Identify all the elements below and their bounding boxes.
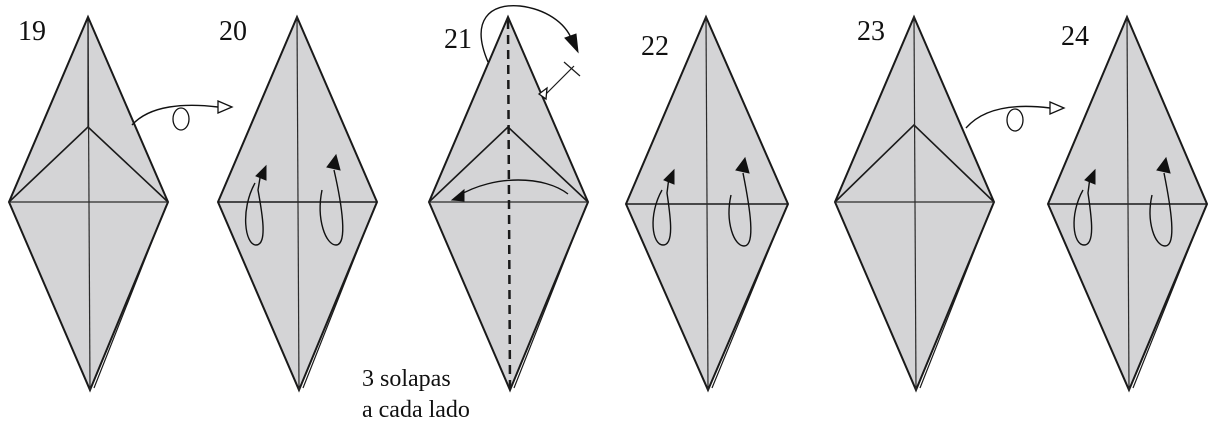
step-24: 24	[1046, 14, 1208, 393]
step-number: 22	[641, 31, 669, 62]
fold-arrow-left-icon	[1073, 168, 1096, 246]
step-20: 20	[216, 14, 379, 393]
fold-arrow-left-icon	[652, 168, 675, 246]
valley-fold-line	[506, 19, 512, 389]
vertical-crease	[913, 16, 917, 391]
step-19: 19	[7, 14, 234, 393]
vertical-crease	[705, 16, 709, 391]
turn-over-arrow-icon	[131, 100, 234, 131]
fold-arrow-right-icon	[1149, 156, 1173, 247]
vertical-crease	[1126, 16, 1130, 391]
step-number: 23	[857, 16, 885, 47]
layer-edge	[919, 205, 993, 389]
layer-edge	[711, 207, 787, 389]
layer-edge	[1132, 207, 1206, 389]
flap-layers-arrow-icon	[450, 179, 569, 202]
vertical-crease	[296, 16, 300, 391]
fold-marker-icon	[537, 61, 581, 101]
layer-edge	[513, 205, 587, 389]
step-23: 23	[833, 14, 1066, 393]
step-number: 21	[444, 24, 472, 55]
step-number: 19	[18, 16, 46, 47]
turn-over-arrow-icon	[965, 101, 1066, 132]
note-line-2: a cada lado	[362, 397, 470, 423]
swing-flap-arrow-icon	[480, 4, 579, 63]
step-number: 24	[1061, 21, 1089, 52]
fold-arrow-right-icon	[728, 156, 752, 247]
step-number: 20	[219, 16, 247, 47]
fold-arrow-left-icon	[244, 164, 267, 246]
step-22: 22	[624, 14, 790, 393]
note-line-1: 3 solapas	[362, 366, 451, 392]
step-21: 21 3 solapas a cada lado	[362, 4, 590, 423]
fold-arrow-right-icon	[319, 153, 344, 246]
layer-edge	[302, 205, 376, 389]
layer-edge	[93, 205, 167, 389]
